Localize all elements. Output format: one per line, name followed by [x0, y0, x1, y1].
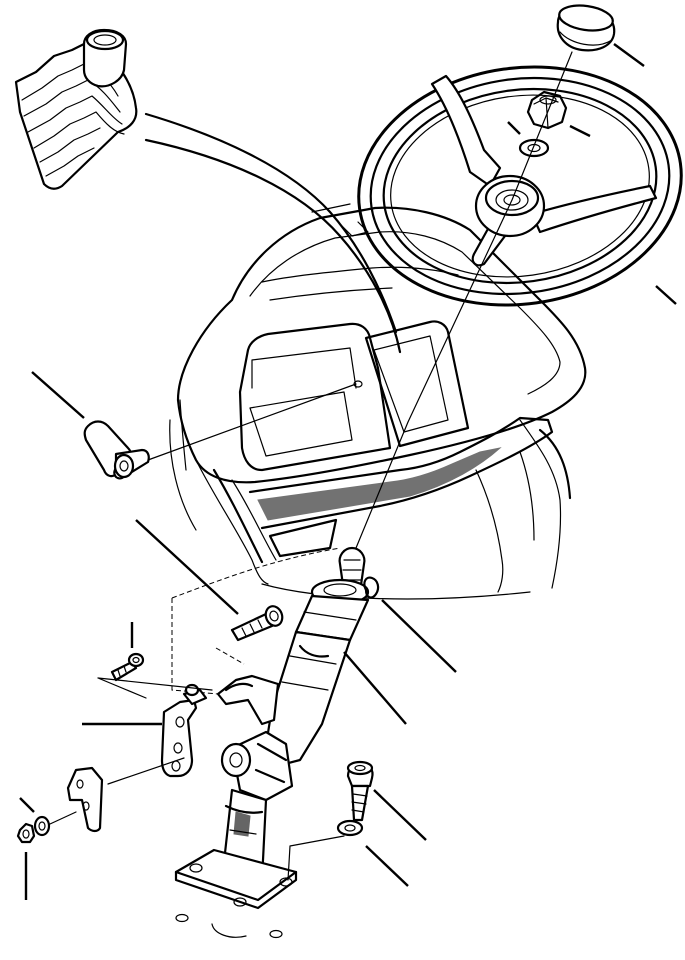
washer-guide-line — [49, 811, 77, 825]
hex-nut-icon — [16, 822, 36, 844]
steering-nut-icon — [526, 90, 568, 130]
lever-guide-line — [147, 383, 357, 461]
assembly-centerline — [355, 51, 573, 549]
callout-line-washer — [507, 121, 521, 135]
lock-lever-icon — [83, 420, 150, 480]
dashed-guide-3 — [215, 647, 245, 665]
gear-shift-boot-icon — [14, 28, 138, 190]
callout-line-lock-washer-right — [365, 845, 409, 887]
callout-line-cap-screw-right — [373, 789, 427, 841]
cap-screw-right-icon — [346, 760, 374, 822]
dashboard-cowl-icon — [169, 203, 587, 600]
lock-washer-right-icon — [336, 819, 364, 837]
steering-wheel-cap-icon — [556, 4, 616, 52]
snap-ring-icon — [363, 576, 380, 599]
callout-line-wheel — [655, 285, 677, 305]
callout-line-snap-ring — [381, 599, 457, 673]
callout-line-cap — [613, 43, 645, 67]
bolt-icon — [230, 605, 284, 642]
steering-column-icon — [174, 546, 370, 939]
dashed-guide-2 — [171, 547, 341, 599]
callout-line-bolt — [135, 519, 239, 615]
washer-icon — [518, 138, 550, 158]
boot-guide-line-2 — [144, 138, 402, 354]
mounting-plate-icon — [66, 766, 104, 833]
callout-line-lock-washer — [19, 797, 35, 813]
lock-washer-icon — [33, 815, 51, 837]
cap-screw-icon — [110, 652, 145, 682]
callout-line-column — [343, 651, 407, 725]
callout-line-lever — [31, 371, 85, 419]
callout-line-nut — [569, 124, 591, 138]
dashed-guide-1 — [171, 598, 219, 695]
bracket-icon — [160, 683, 208, 778]
steering-wheel-icon — [357, 65, 683, 307]
boot-guide-line — [144, 112, 398, 334]
washer-right-guide-line — [287, 835, 345, 881]
bracket-guide-lines — [97, 677, 213, 785]
